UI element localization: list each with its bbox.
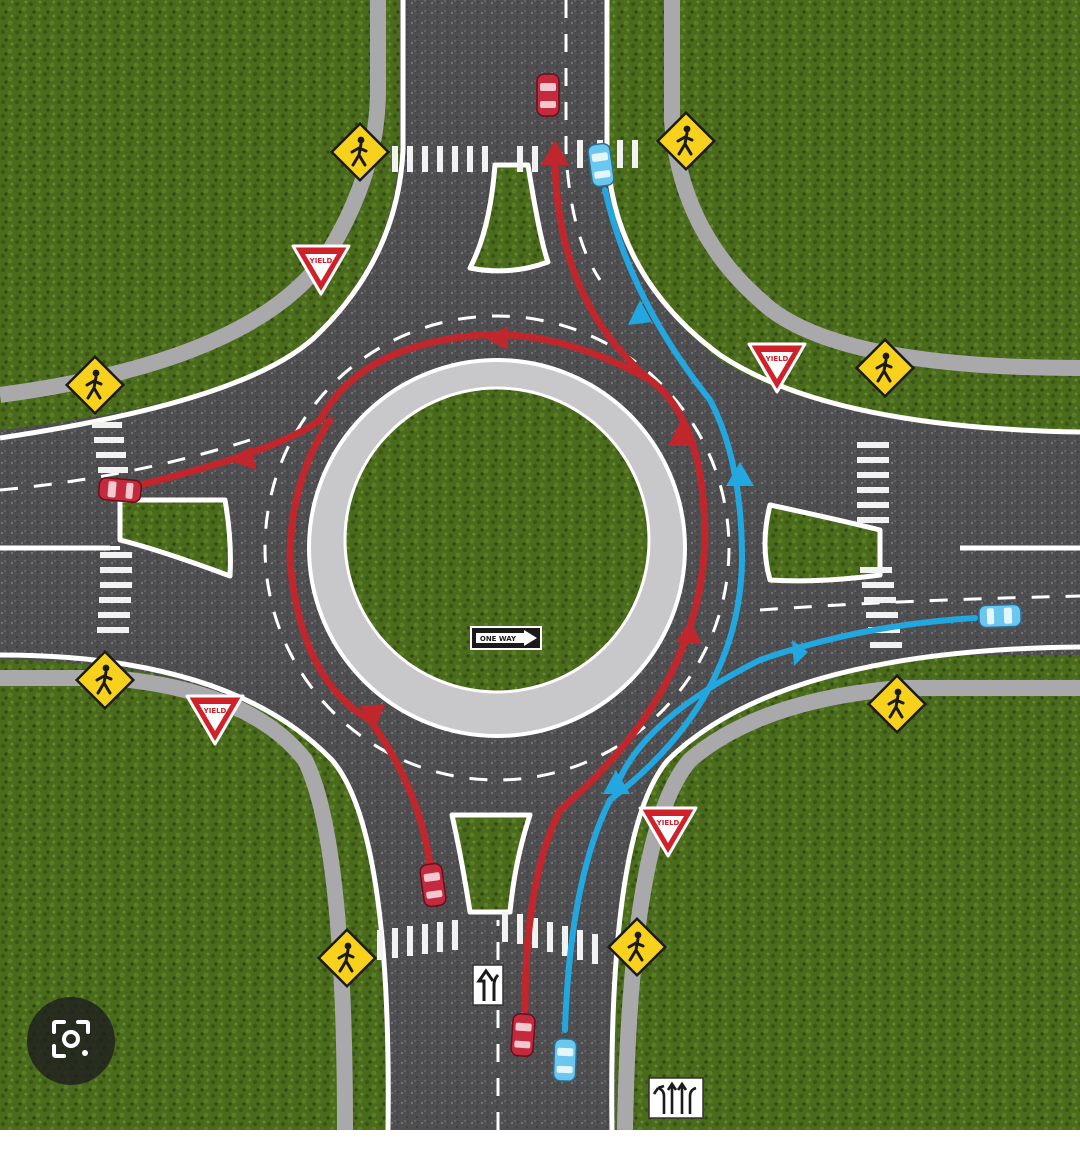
arrowhead-blue-north (628, 300, 652, 325)
arrowhead-west-exit (228, 446, 256, 470)
one-way-sign: ONE WAY (470, 626, 542, 650)
red-arrowheads (228, 140, 702, 730)
lens-search-button[interactable] (27, 997, 115, 1085)
red-path-loop-to-west (136, 331, 654, 489)
crosswalk-west (92, 422, 132, 633)
svg-text:ONE WAY: ONE WAY (480, 635, 517, 643)
arrowhead-top-loop (485, 326, 508, 350)
arrowhead-blue-east (726, 462, 754, 486)
yield-signs: YIELD YIELD YIELD YIELD (185, 244, 807, 858)
red-car-south-entry (509, 1012, 537, 1058)
arrowhead-east-loop-1 (676, 620, 702, 644)
yield-sign-sw: YIELD (185, 694, 245, 746)
arrowhead-north-exit (541, 140, 569, 165)
red-vehicle-paths (136, 151, 709, 1014)
blue-car-south-entry (552, 1037, 578, 1083)
arrowhead-blue-merge (792, 640, 808, 666)
blue-path-east-to-south (612, 615, 978, 793)
yield-sign-ne: YIELD (747, 342, 807, 394)
roundabout-diagram: YIELD YIELD YIELD YIELD ONE WAY (0, 0, 1080, 1130)
red-car-west (97, 476, 143, 504)
blue-arrowheads (603, 300, 808, 794)
svg-text:YIELD: YIELD (309, 257, 333, 265)
lens-search-icon (48, 1016, 94, 1066)
central-island (307, 358, 687, 738)
lane-use-arrows-icon (472, 964, 504, 1006)
blue-car-east (977, 603, 1023, 629)
lane-markings (0, 0, 1080, 1130)
svg-text:YIELD: YIELD (765, 355, 789, 363)
crosswalk-south (377, 912, 598, 964)
arrowhead-east-loop-2 (668, 422, 694, 446)
svg-text:YIELD: YIELD (656, 819, 680, 827)
bottom-blank-area (0, 1130, 1080, 1169)
arrowhead-sw-loop (360, 704, 385, 730)
svg-text:YIELD: YIELD (203, 707, 227, 715)
red-car-north (536, 73, 560, 117)
blue-path-south-to-north (562, 187, 746, 1033)
red-path-south-to-north (521, 151, 709, 1014)
crosswalks (92, 140, 902, 964)
red-path-loop-to-south (286, 416, 434, 869)
lane-use-arrows-icon (648, 1077, 704, 1119)
splitter-islands (117, 162, 883, 915)
arrowhead-blue-south (603, 770, 630, 794)
yield-sign-se: YIELD (638, 806, 698, 858)
yield-sign-nw: YIELD (291, 244, 351, 296)
blue-vehicle-paths (562, 187, 978, 1033)
